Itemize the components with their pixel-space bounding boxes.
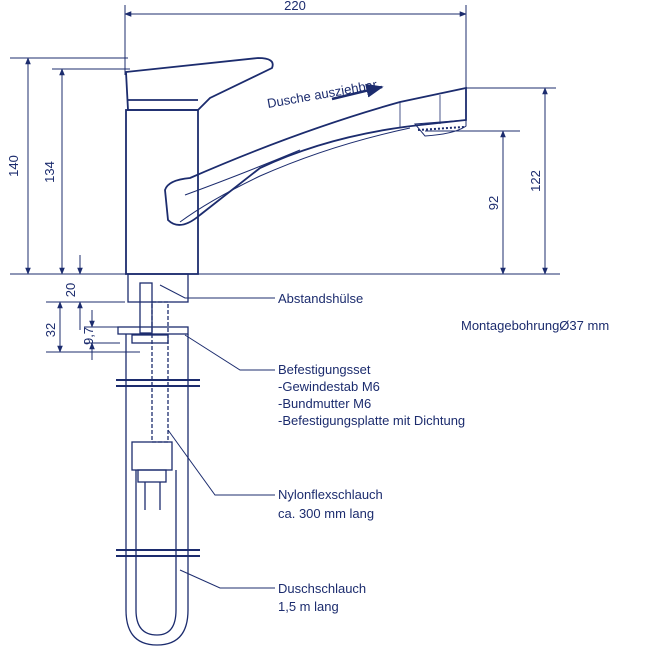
callout-fixing-set-item: -Befestigungsplatte mit Dichtung: [278, 413, 465, 428]
callout-nylon-hose-line1: Nylonflexschlauch: [278, 487, 383, 502]
callout-spacer: Abstandshülse: [278, 291, 363, 306]
pullout-arrow: [331, 83, 384, 101]
callout-fixing-set-item: -Gewindestab M6: [278, 379, 380, 394]
under-sink-assembly: [116, 273, 200, 646]
dim-9-7: 9,7: [81, 327, 96, 345]
dim-140: 140: [6, 155, 21, 177]
mounting-hole-note: MontagebohrungØ37 mm: [461, 318, 609, 333]
dim-32: 32: [43, 323, 58, 337]
dim-220: 220: [284, 0, 306, 13]
dim-122: 122: [528, 170, 543, 192]
spout-label: Dusche ausziehbar: [266, 77, 379, 111]
callout-fixing-set-item: -Bundmutter M6: [278, 396, 371, 411]
callout-shower-hose-line1: Duschschlauch: [278, 581, 366, 596]
callout-nylon-hose-line2: ca. 300 mm lang: [278, 506, 374, 521]
callout-shower-hose-line2: 1,5 m lang: [278, 599, 339, 614]
faucet-body: [125, 57, 467, 275]
callout-fixing-set-title: Befestigungsset: [278, 362, 371, 377]
dimension-lines: [10, 5, 560, 360]
dim-92: 92: [486, 196, 501, 210]
leader-lines: [159, 284, 275, 589]
dim-134: 134: [42, 161, 57, 183]
dim-20: 20: [63, 283, 78, 297]
